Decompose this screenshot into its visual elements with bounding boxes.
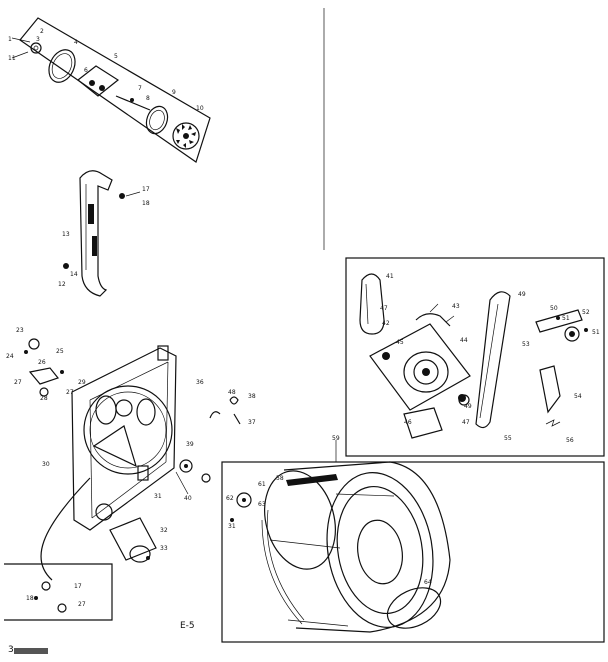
- callout-49: 49: [464, 403, 472, 410]
- callout-inset-27: 27: [78, 601, 86, 608]
- callout-47: 47: [380, 305, 388, 312]
- front-small-parts: 48 38 37 39 40: [175, 389, 256, 502]
- drum-assembly-inset: 59 58 61 62 63 31 64: [221, 435, 605, 643]
- callout-27: 27: [14, 379, 22, 386]
- callout-54: 54: [574, 393, 582, 400]
- callout-49b: 49: [518, 291, 526, 298]
- callout-38: 38: [248, 393, 256, 400]
- bulkhead-group: 23 24 25 26 27 28 29 30 27 36: [6, 327, 204, 531]
- figure-number: 3: [8, 645, 14, 655]
- callout-8: 8: [146, 95, 150, 102]
- callout-6: 6: [84, 67, 88, 74]
- callout-36: 36: [196, 379, 204, 386]
- callout-1: 1: [8, 36, 12, 43]
- callout-43: 43: [452, 303, 460, 310]
- exhaust-duct-part: [79, 170, 113, 297]
- callout-52: 52: [582, 309, 590, 316]
- callout-48: 48: [228, 389, 236, 396]
- callout-28: 28: [40, 395, 48, 402]
- callout-56: 56: [566, 437, 574, 444]
- callout-7: 7: [138, 85, 142, 92]
- callout-63: 63: [258, 501, 266, 508]
- drum-roller-part: [236, 492, 252, 508]
- idler-bracket-part: [24, 338, 64, 397]
- bulkhead-panel-outline: [71, 347, 177, 531]
- drum-inset-frame: [221, 461, 605, 643]
- callout-64: 64: [424, 579, 432, 586]
- callout-45: 45: [396, 339, 404, 346]
- bracket-plate-part: [77, 65, 120, 97]
- callout-51: 51: [562, 315, 570, 322]
- callout-24: 24: [6, 353, 14, 360]
- drive-belt-left-part: [359, 273, 385, 335]
- drum-seal-part: [386, 587, 442, 629]
- seal-ring-part: [145, 105, 169, 135]
- callout-3: 3: [36, 36, 40, 43]
- harness-wire: [40, 477, 91, 581]
- callout-30: 30: [42, 461, 50, 468]
- callout-51b: 51: [592, 329, 600, 336]
- callout-32: 32: [160, 527, 168, 534]
- motor-part: [369, 323, 471, 411]
- shaft-part: [115, 95, 151, 111]
- callout-13: 13: [62, 231, 70, 238]
- motor-inset-frame: [345, 257, 605, 457]
- callout-25: 25: [56, 348, 64, 355]
- callout-47b: 47: [462, 419, 470, 426]
- callout-18: 18: [142, 200, 150, 207]
- callout-10: 10: [196, 105, 204, 112]
- bulkhead-bracket: [157, 345, 169, 361]
- drum-part: [261, 461, 451, 633]
- callout-55: 55: [504, 435, 512, 442]
- blower-assembly-group: 1 2 3 4 5 6 7 8 9 10 11: [8, 17, 211, 163]
- callout-46: 46: [404, 419, 412, 426]
- callout-59: 59: [332, 435, 340, 442]
- callout-37: 37: [248, 419, 256, 426]
- inset-box-lower-left: 17 18 27: [4, 563, 113, 621]
- callout-9: 9: [172, 89, 176, 96]
- callout-23: 23: [16, 327, 24, 334]
- callout-11: 11: [8, 55, 16, 62]
- callout-44: 44: [460, 337, 468, 344]
- blower-panel-outline: [19, 17, 211, 163]
- callout-62: 62: [226, 495, 234, 502]
- page-ref: E-5: [180, 621, 195, 631]
- callout-58: 58: [276, 475, 284, 482]
- blower-wheel-part: [172, 122, 200, 150]
- pulley-ring-part: [48, 49, 76, 83]
- callout-33: 33: [160, 545, 168, 552]
- callout-12: 12: [58, 281, 66, 288]
- callout-26: 26: [38, 359, 46, 366]
- bearing-part: [30, 42, 42, 54]
- callout-14: 14: [70, 271, 78, 278]
- duct-clamp-part: [119, 193, 125, 199]
- callout-5: 5: [114, 53, 118, 60]
- callout-17: 17: [142, 186, 150, 193]
- callout-50: 50: [550, 305, 558, 312]
- exhaust-duct-group: 17 18 13 12 14: [58, 170, 150, 297]
- callout-31b: 31: [228, 523, 236, 530]
- callout-27b: 27: [66, 389, 74, 396]
- callout-2: 2: [40, 28, 44, 35]
- callout-40: 40: [184, 495, 192, 502]
- idler-pulley-assembly: [535, 309, 588, 427]
- callout-39: 39: [186, 441, 194, 448]
- callout-31: 31: [154, 493, 162, 500]
- callout-inset-18: 18: [26, 595, 34, 602]
- callout-29: 29: [78, 379, 86, 386]
- drive-belt-right-part: [475, 291, 511, 429]
- bulkhead-ring: [83, 385, 173, 475]
- callout-53: 53: [522, 341, 530, 348]
- callout-41: 41: [386, 273, 394, 280]
- heater-cylinder-group: 32 33 31: [109, 493, 168, 563]
- callout-inset-17: 17: [74, 583, 82, 590]
- callout-61: 61: [258, 481, 266, 488]
- motor-belt-inset: 41 47 42 43 44 45 46 47 49 49 50 51 52 5…: [345, 257, 605, 457]
- callout-4: 4: [74, 39, 78, 46]
- callout-42: 42: [382, 320, 390, 327]
- scan-mark: [14, 648, 48, 654]
